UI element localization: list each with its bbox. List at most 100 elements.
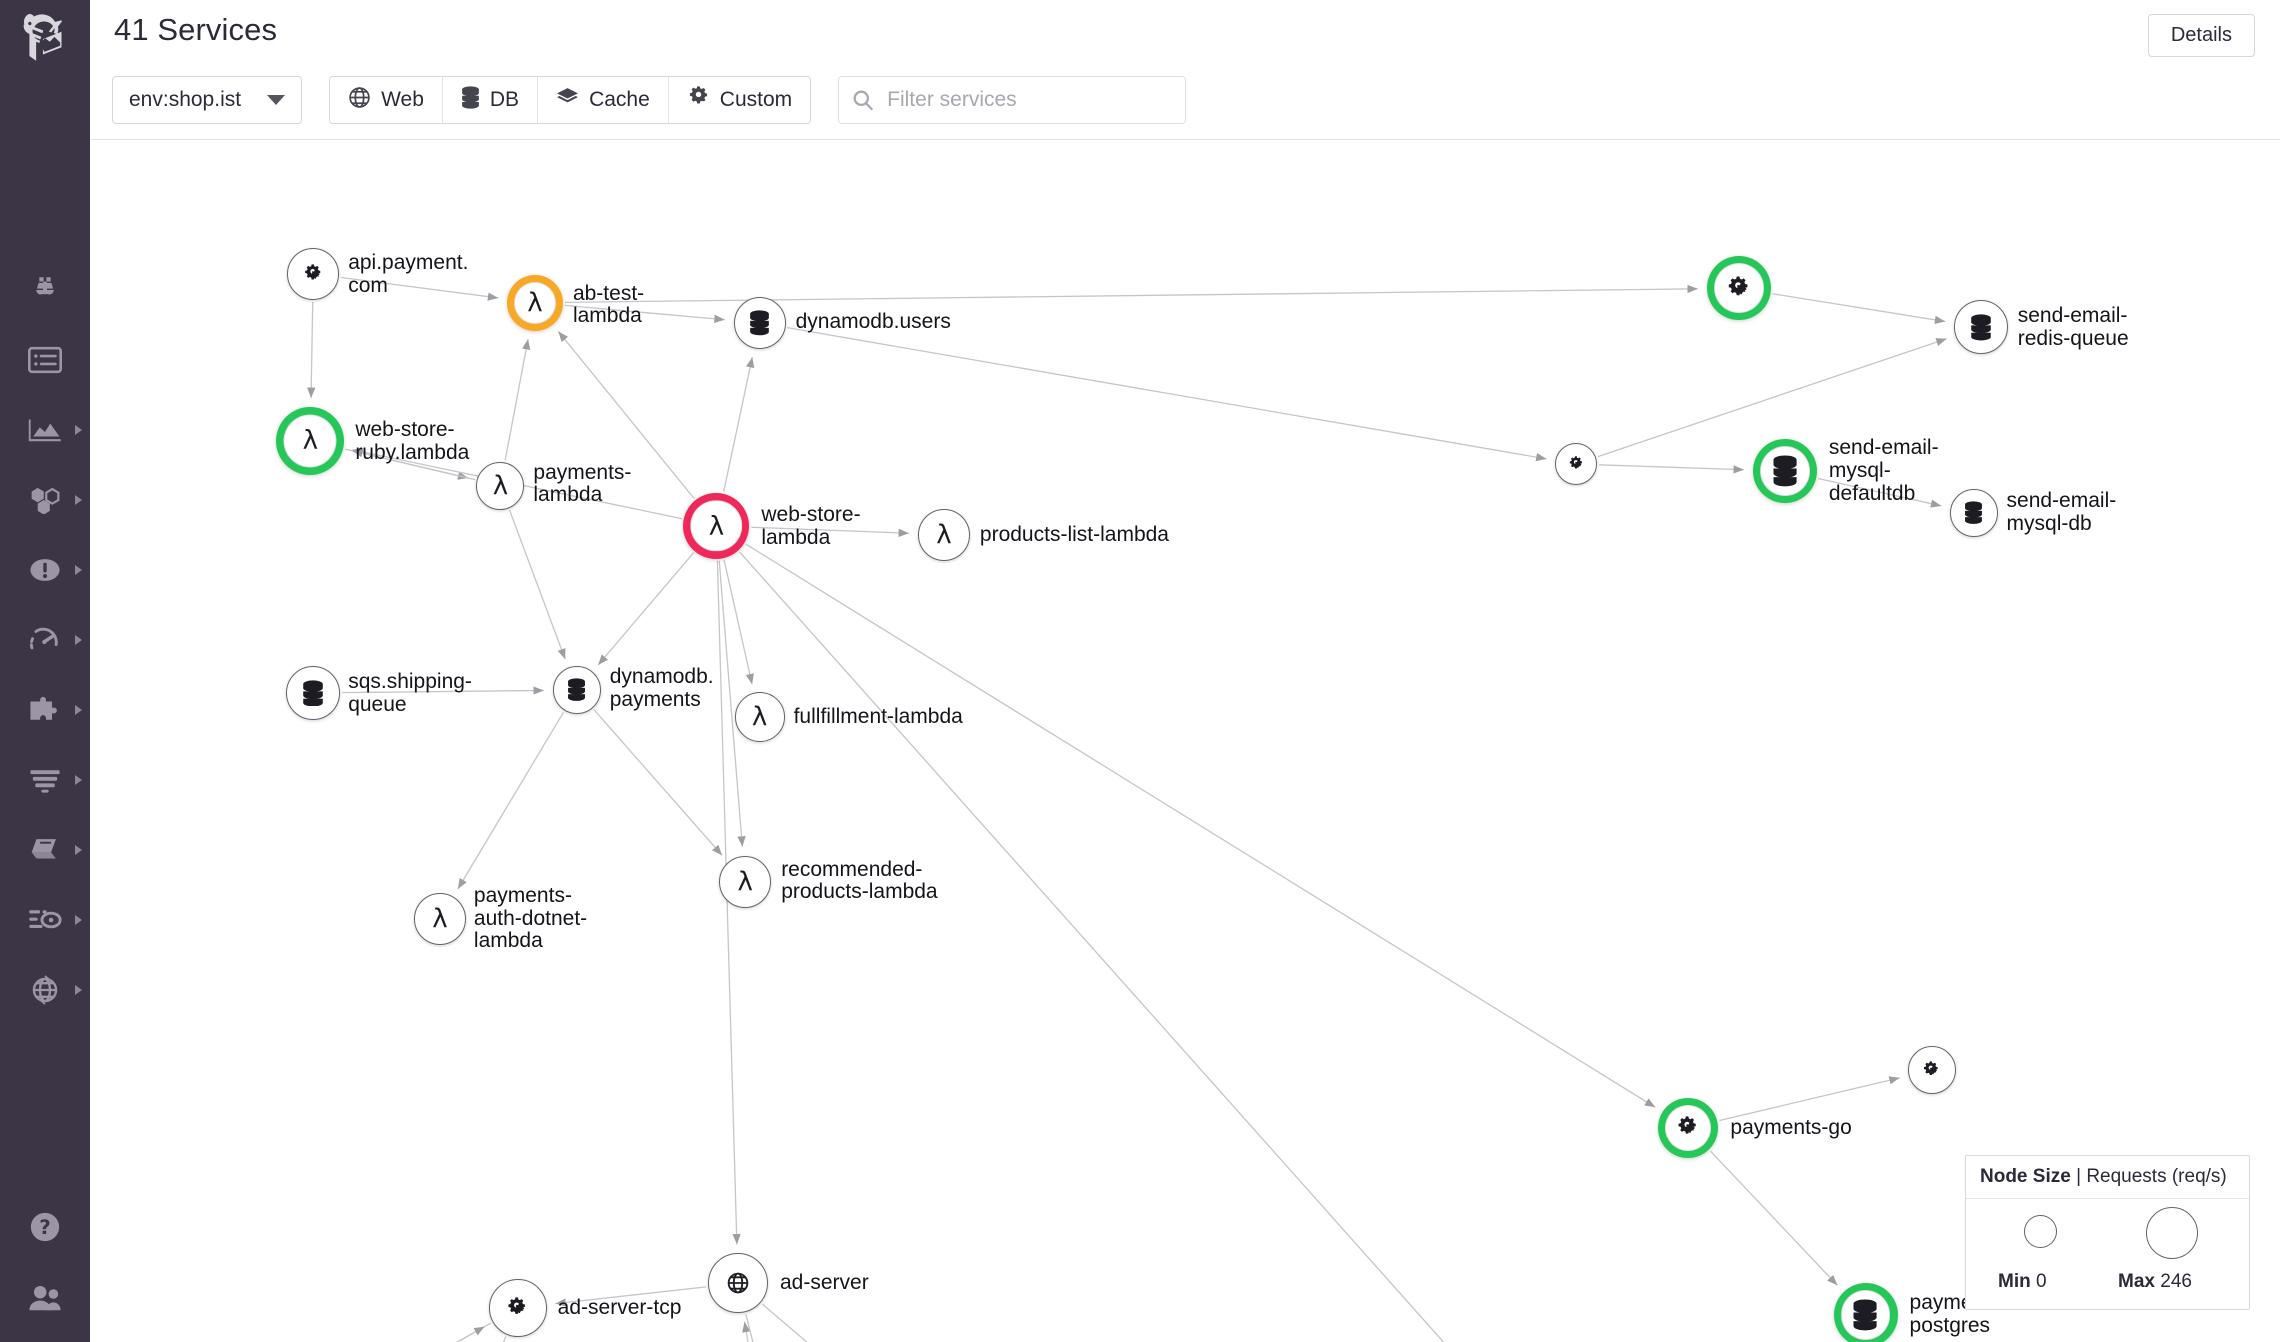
page-header: 41 Services Details env:shop.ist Web [90,0,2280,140]
service-edge [751,526,909,537]
service-edge [1719,1076,1900,1122]
service-node-send-email-relay[interactable] [1555,443,1598,485]
service-node-send-email-redis-queue[interactable] [1953,300,2008,355]
legend-min-value: 0 [2036,1271,2047,1292]
gears-icon [1676,1115,1700,1141]
lambda-icon: λ [708,510,725,541]
chevron-right-icon [75,425,82,435]
service-edge [342,686,544,695]
service-edge [787,327,1547,462]
service-node-web-store-lambda[interactable]: λ [683,492,750,559]
legend-max-bold: Max [2118,1271,2155,1292]
sidebar-item-logs[interactable] [0,745,90,815]
search-icon [852,89,874,116]
service-node-payment-postgres[interactable] [1833,1283,1898,1342]
lambda-icon: λ [737,866,753,897]
service-edge [457,712,564,890]
legend-title: Node Size | Requests (req/s) [1966,1156,2249,1199]
gears-icon [1568,455,1585,473]
service-node-dynamodb-payments[interactable] [552,666,601,715]
legend-min-label: Min 0 [1998,1271,2047,1293]
service-edge [502,1336,507,1342]
node-inner: λ [690,500,743,552]
sidebar-item-integrations[interactable] [0,675,90,745]
node-inner [1840,1290,1891,1340]
database-icon [302,679,324,707]
service-node-ad-server[interactable] [708,1253,768,1314]
service-edge [352,449,476,481]
type-filter-group: Web DB [329,76,812,124]
service-node-ad-server-tcp[interactable] [488,1278,547,1337]
gears-icon [687,86,710,114]
sidebar-item-watchdog[interactable] [0,255,90,325]
database-icon [461,85,480,115]
service-edge [564,304,725,323]
sidebar-item-notebooks[interactable] [0,815,90,885]
dashboard-list-icon [28,345,62,375]
filter-web-button[interactable]: Web [330,77,443,123]
filter-db-button[interactable]: DB [442,77,539,123]
globe-network-icon [28,974,62,1006]
lambda-icon: λ [492,470,509,501]
sidebar-item-apm[interactable] [0,605,90,675]
chevron-right-icon [75,565,82,575]
service-node-web-store-ruby-lambda[interactable]: λ [276,406,345,475]
service-node-payments-auth-dotnet[interactable]: λ [413,893,466,946]
service-node-fullfillment-lambda[interactable]: λ [734,692,785,743]
datadog-logo[interactable] [12,6,78,72]
gears-icon [1922,1060,1941,1081]
globe-icon [726,1270,750,1296]
chevron-right-icon [75,495,82,505]
service-edge [504,338,531,461]
lambda-icon: λ [527,287,543,318]
service-node-send-email-mysql-db[interactable] [1949,488,1998,537]
sidebar-item-synthetics[interactable] [0,955,90,1025]
sidebar-item-team[interactable] [0,1262,90,1332]
sidebar-item-dashboards[interactable] [0,325,90,395]
env-select[interactable]: env:shop.ist [112,76,303,124]
service-edge [761,1303,808,1342]
service-edge [1599,464,1744,474]
service-node-send-email-worker[interactable] [1706,256,1771,321]
sidebar-item-help[interactable]: ? [0,1192,90,1262]
chevron-down-icon [267,95,286,105]
search-input[interactable] [885,77,1181,123]
service-node-products-list-lambda[interactable]: λ [917,508,970,561]
details-button[interactable]: Details [2147,14,2255,57]
service-node-ab-test-lambda[interactable]: λ [506,274,563,331]
sidebar-nav [0,255,90,1025]
notebook-icon [28,836,62,864]
legend-max-circle [2146,1207,2198,1259]
chevron-right-icon [75,845,82,855]
database-icon [1970,314,1992,341]
globe-icon [348,86,371,115]
sidebar-item-monitors[interactable] [0,535,90,605]
service-node-payments-go[interactable] [1658,1097,1719,1158]
service-node-recommended-products[interactable]: λ [719,855,772,908]
lambda-icon: λ [432,904,448,935]
database-icon [1853,1299,1879,1331]
node-size-legend: Node Size | Requests (req/s) Min 0 Max 2… [1965,1155,2250,1310]
service-node-sqs-shipping-queue[interactable] [286,665,341,720]
legend-min-circle [2024,1215,2057,1248]
chevron-right-icon [75,635,82,645]
legend-title-bold: Node Size [1980,1166,2071,1187]
service-node-send-email-mysql-default[interactable] [1752,439,1817,504]
graph-toolbar: env:shop.ist Web [112,76,1187,124]
service-edge [555,1286,707,1307]
filter-custom-button[interactable]: Custom [668,77,811,123]
search-box[interactable] [838,76,1187,124]
sidebar-item-traces[interactable] [0,885,90,955]
service-node-dynamodb-users[interactable] [733,296,786,349]
service-node-payments-go-worker[interactable] [1907,1046,1956,1095]
service-edge [1817,477,1942,508]
node-inner: λ [283,414,337,468]
sidebar-item-infrastructure[interactable] [0,465,90,535]
service-node-api-payment-com[interactable] [287,247,340,300]
sidebar-item-metrics[interactable] [0,395,90,465]
filter-cache-button[interactable]: Cache [538,77,669,123]
service-edge [340,276,499,301]
service-node-payments-lambda[interactable]: λ [476,461,525,510]
service-edge [1597,338,1947,458]
